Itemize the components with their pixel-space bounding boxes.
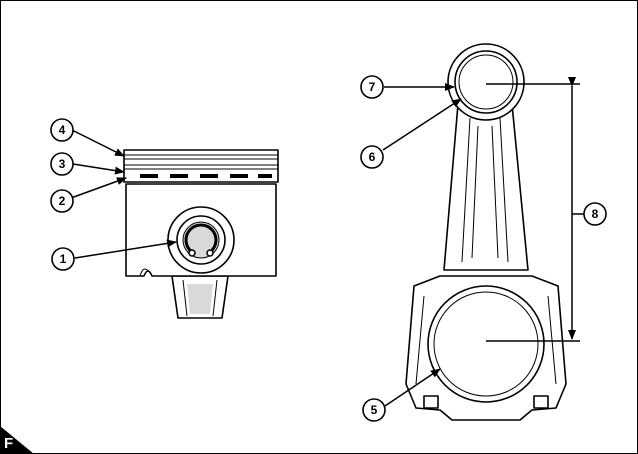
callout-2: 2 xyxy=(50,189,74,213)
callout-5: 5 xyxy=(362,398,386,422)
callout-1: 1 xyxy=(51,247,75,271)
svg-text:2: 2 xyxy=(59,194,66,208)
piston xyxy=(123,149,279,319)
svg-text:6: 6 xyxy=(369,150,376,164)
piston-circlip xyxy=(184,223,218,254)
callout-7: 7 xyxy=(360,75,384,99)
svg-text:7: 7 xyxy=(369,80,376,94)
callout-6: 6 xyxy=(360,145,384,169)
svg-text:5: 5 xyxy=(371,403,378,417)
connecting-rod xyxy=(405,43,567,421)
svg-text:4: 4 xyxy=(59,123,66,137)
svg-text:3: 3 xyxy=(59,157,66,171)
callout-4: 4 xyxy=(50,118,74,142)
svg-text:8: 8 xyxy=(592,207,599,221)
center-distance-dimension xyxy=(486,77,580,342)
small-end-bushing xyxy=(454,50,518,114)
callout-8: 8 xyxy=(583,202,607,226)
oil-ring-slots xyxy=(140,174,272,178)
callout-3: 3 xyxy=(50,152,74,176)
svg-text:1: 1 xyxy=(60,252,67,266)
big-end-bore xyxy=(427,285,545,403)
rod-shank xyxy=(443,103,529,271)
figure-tag: F xyxy=(0,426,34,454)
figure-letter: F xyxy=(4,435,13,452)
